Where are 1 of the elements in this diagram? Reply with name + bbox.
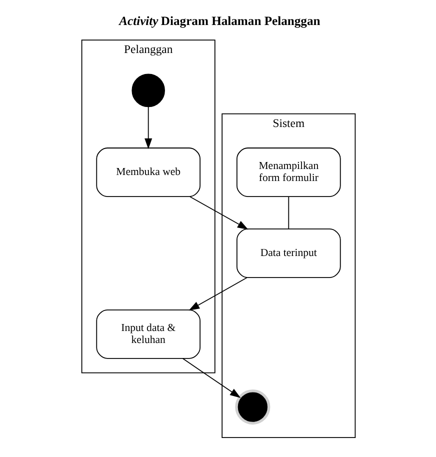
diagram-title: Activity Diagram Halaman Pelanggan — [118, 14, 320, 28]
